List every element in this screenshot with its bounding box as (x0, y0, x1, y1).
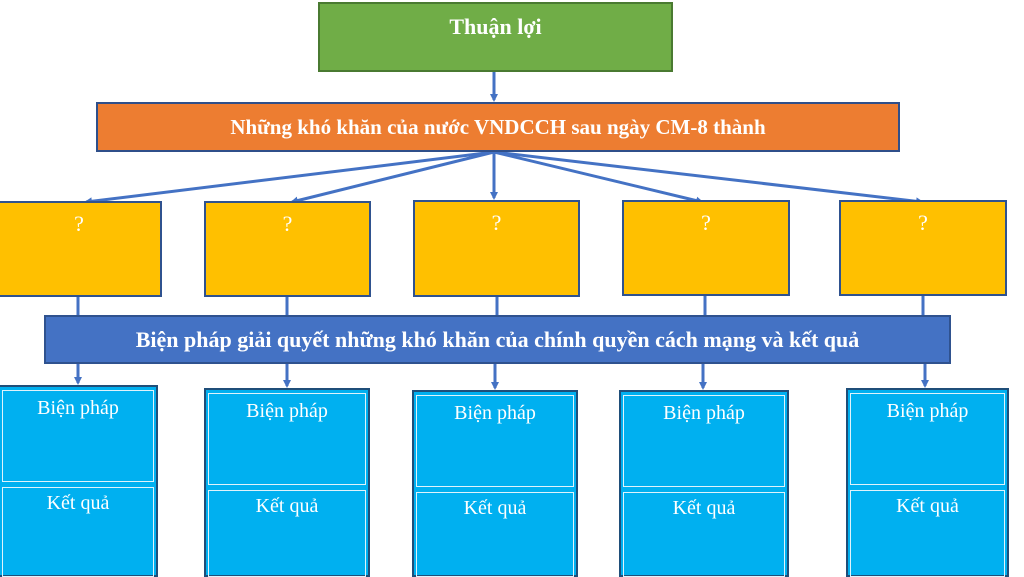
result-cell: Kết quả (623, 492, 785, 577)
measure-card-1: Biện pháp Kết quả (0, 385, 158, 577)
measure-cell: Biện pháp (208, 393, 366, 485)
result-label: Kết quả (463, 497, 527, 519)
measure-label: Biện pháp (886, 400, 969, 422)
measure-label: Biện pháp (37, 397, 119, 419)
result-label: Kết quả (255, 495, 319, 517)
measure-card-2: Biện pháp Kết quả (204, 388, 370, 577)
advantages-label: Thuận lợi (449, 14, 542, 39)
question-label: ? (74, 211, 84, 236)
result-label: Kết quả (672, 497, 736, 519)
question-box-3: ? (413, 200, 580, 297)
question-box-1: ? (0, 201, 162, 297)
question-label: ? (282, 211, 293, 236)
question-box-4: ? (622, 200, 790, 296)
arrow-difficulty-to-q4 (493, 150, 704, 205)
measure-cell: Biện pháp (623, 395, 785, 487)
measure-cell: Biện pháp (416, 395, 574, 487)
question-label: ? (491, 210, 502, 235)
advantages-box: Thuận lợi (318, 2, 673, 72)
result-label: Kết quả (46, 492, 110, 514)
arrow-difficulty-to-q1 (84, 150, 495, 206)
result-cell: Kết quả (850, 490, 1005, 577)
result-label: Kết quả (896, 495, 959, 517)
measure-label: Biện pháp (246, 400, 328, 422)
question-box-2: ? (204, 201, 371, 297)
difficulties-box: Những khó khăn của nước VNDCCH sau ngày … (96, 102, 900, 152)
difficulties-label: Những khó khăn của nước VNDCCH sau ngày … (230, 114, 766, 139)
question-label: ? (701, 210, 711, 235)
result-cell: Kết quả (208, 490, 366, 577)
measure-cell: Biện pháp (2, 390, 154, 482)
solutions-bar: Biện pháp giải quyết những khó khăn của … (44, 315, 951, 364)
result-cell: Kết quả (416, 492, 574, 577)
measure-card-3: Biện pháp Kết quả (412, 390, 578, 577)
arrow-difficulty-to-q5 (493, 150, 924, 206)
measure-card-4: Biện pháp Kết quả (619, 390, 789, 577)
question-label: ? (918, 210, 928, 235)
measure-card-5: Biện pháp Kết quả (846, 388, 1009, 577)
measure-label: Biện pháp (454, 402, 536, 424)
solutions-label: Biện pháp giải quyết những khó khăn của … (135, 326, 860, 352)
result-cell: Kết quả (2, 487, 154, 577)
question-box-5: ? (839, 200, 1007, 296)
measure-cell: Biện pháp (850, 393, 1005, 485)
arrow-difficulty-to-q2 (290, 150, 495, 205)
measure-label: Biện pháp (663, 402, 745, 424)
